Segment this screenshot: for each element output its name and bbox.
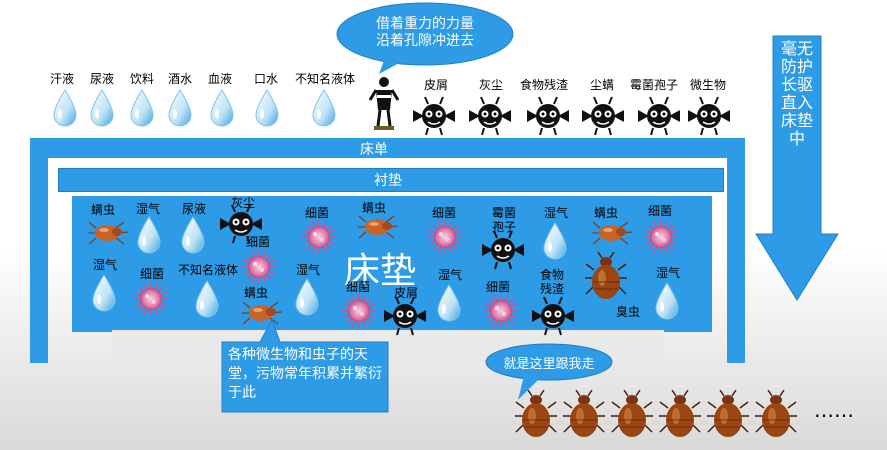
- bottom-speech-bubble: [485, 343, 613, 400]
- bedbug-icon: [514, 390, 558, 440]
- germ-creature-icon: [218, 204, 264, 244]
- mite-icon: [356, 214, 400, 240]
- top-speech-bubble: 借着重力的力量 沿着孔隙冲进去: [335, 2, 515, 74]
- mite-icon: [86, 220, 130, 246]
- mattress-label: 床垫: [344, 251, 417, 292]
- inner-label-urine: 尿液: [182, 202, 207, 216]
- germ-creature-icon: [411, 96, 457, 136]
- water-drop-icon: [180, 216, 206, 256]
- inner-label-moisture: 湿气: [136, 202, 161, 216]
- bacteria-icon: [242, 250, 276, 284]
- water-drop-icon: [52, 89, 78, 129]
- down-arrow-icon: [755, 35, 839, 301]
- germ-creature-icon: [530, 296, 576, 336]
- label-dust: 灰尘: [479, 78, 504, 92]
- mite-icon: [590, 220, 634, 246]
- germ-creature-icon: [467, 96, 513, 136]
- label-drink: 饮料: [130, 72, 155, 86]
- label-dander: 皮屑: [424, 78, 449, 92]
- bedbug-icon: [754, 390, 798, 440]
- callout-shape: [221, 318, 389, 413]
- inner-label-unknown-liquid: 不知名液体: [178, 263, 239, 277]
- bacteria-icon: [428, 220, 462, 254]
- label-unknown-liquid: 不知名液体: [295, 72, 356, 86]
- inner-label-dander: 皮屑: [394, 286, 419, 300]
- bed-sheet-left: [30, 138, 48, 363]
- inner-label-moisture: 湿气: [656, 266, 681, 280]
- inner-label-bacteria: 细菌: [346, 280, 371, 294]
- water-drop-icon: [91, 274, 117, 314]
- bed-sheet-top: [30, 138, 745, 158]
- inner-label-bedbug: 臭虫: [616, 305, 641, 319]
- arrow-text: 毫无防护长驱直入床垫中: [780, 39, 813, 148]
- germ-creature-icon: [686, 96, 732, 136]
- inner-label-food-residue: 食物 残渣: [540, 268, 565, 296]
- inner-label-bacteria: 细菌: [432, 206, 457, 220]
- bubble-shape: [336, 2, 514, 74]
- label-food-residue: 食物残渣: [520, 78, 569, 92]
- bedbug-icon: [610, 390, 654, 440]
- water-drop-icon: [194, 280, 220, 320]
- inner-label-mite: 螨虫: [362, 201, 387, 215]
- inner-label-mite: 螨虫: [244, 286, 269, 300]
- bacteria-icon: [302, 220, 336, 254]
- inner-label-mold-spore: 霉菌 孢子: [492, 206, 517, 234]
- label-wine: 酒水: [168, 72, 193, 86]
- germ-creature-icon: [480, 230, 526, 270]
- label-sweat: 汗液: [50, 72, 75, 86]
- water-drop-icon: [209, 89, 235, 129]
- inner-label-moisture: 湿气: [93, 258, 118, 272]
- inner-label-moisture: 湿气: [544, 206, 569, 220]
- water-drop-icon: [436, 284, 462, 324]
- inner-label-bacteria: 细菌: [305, 206, 330, 220]
- pad-label: 衬垫: [374, 173, 402, 189]
- germ-creature-icon: [580, 96, 626, 136]
- climber-figure-icon: [368, 77, 400, 130]
- bubble-top-line1: 借着重力的力量: [376, 16, 474, 32]
- water-drop-icon: [311, 89, 337, 129]
- water-drop-icon: [136, 216, 162, 256]
- label-blood: 血液: [208, 72, 233, 86]
- water-drop-icon: [254, 89, 280, 129]
- water-drop-icon: [167, 89, 193, 129]
- bed-sheet-right: [727, 138, 745, 363]
- inner-label-bacteria: 细菌: [648, 204, 673, 218]
- germ-creature-icon: [525, 96, 571, 136]
- label-urine: 尿液: [90, 72, 115, 86]
- sheet-label: 床单: [360, 142, 388, 158]
- label-mold-spore: 霉菌孢子: [630, 78, 679, 92]
- inner-label-moisture: 湿气: [438, 268, 463, 282]
- pad-bar: [58, 168, 724, 192]
- water-drop-icon: [294, 278, 320, 318]
- bacteria-icon: [644, 220, 678, 254]
- bacteria-icon: [484, 294, 518, 328]
- inner-label-bacteria: 细菌: [246, 235, 271, 249]
- label-microbe: 微生物: [690, 78, 727, 92]
- water-drop-icon: [129, 89, 155, 129]
- label-saliva: 口水: [254, 72, 279, 86]
- callout-text: 各种微生物和虫子的天堂，污物常年积累并繁衍于此: [228, 347, 382, 401]
- bedbug-icon: [584, 252, 628, 302]
- inner-label-bacteria: 细菌: [486, 280, 511, 294]
- bubble-top-line2: 沿着孔隙冲进去: [376, 33, 474, 49]
- bedbug-icon: [658, 390, 702, 440]
- inner-label-moisture: 湿气: [296, 263, 321, 277]
- water-drop-icon: [654, 282, 680, 322]
- ellipsis: ……: [814, 398, 854, 422]
- bottom-bubble-text: 就是这里跟我走: [503, 357, 595, 372]
- water-drop-icon: [542, 222, 568, 262]
- inner-label-mite: 螨虫: [594, 206, 619, 220]
- inner-label-bacteria: 细菌: [140, 267, 165, 281]
- inner-label-mite: 螨虫: [91, 203, 116, 217]
- bedbug-icon: [562, 390, 606, 440]
- bedbug-icon: [706, 390, 750, 440]
- germ-creature-icon: [636, 96, 682, 136]
- water-drop-icon: [89, 89, 115, 129]
- label-dust-mite: 尘螨: [590, 78, 615, 92]
- bacteria-icon: [134, 282, 168, 316]
